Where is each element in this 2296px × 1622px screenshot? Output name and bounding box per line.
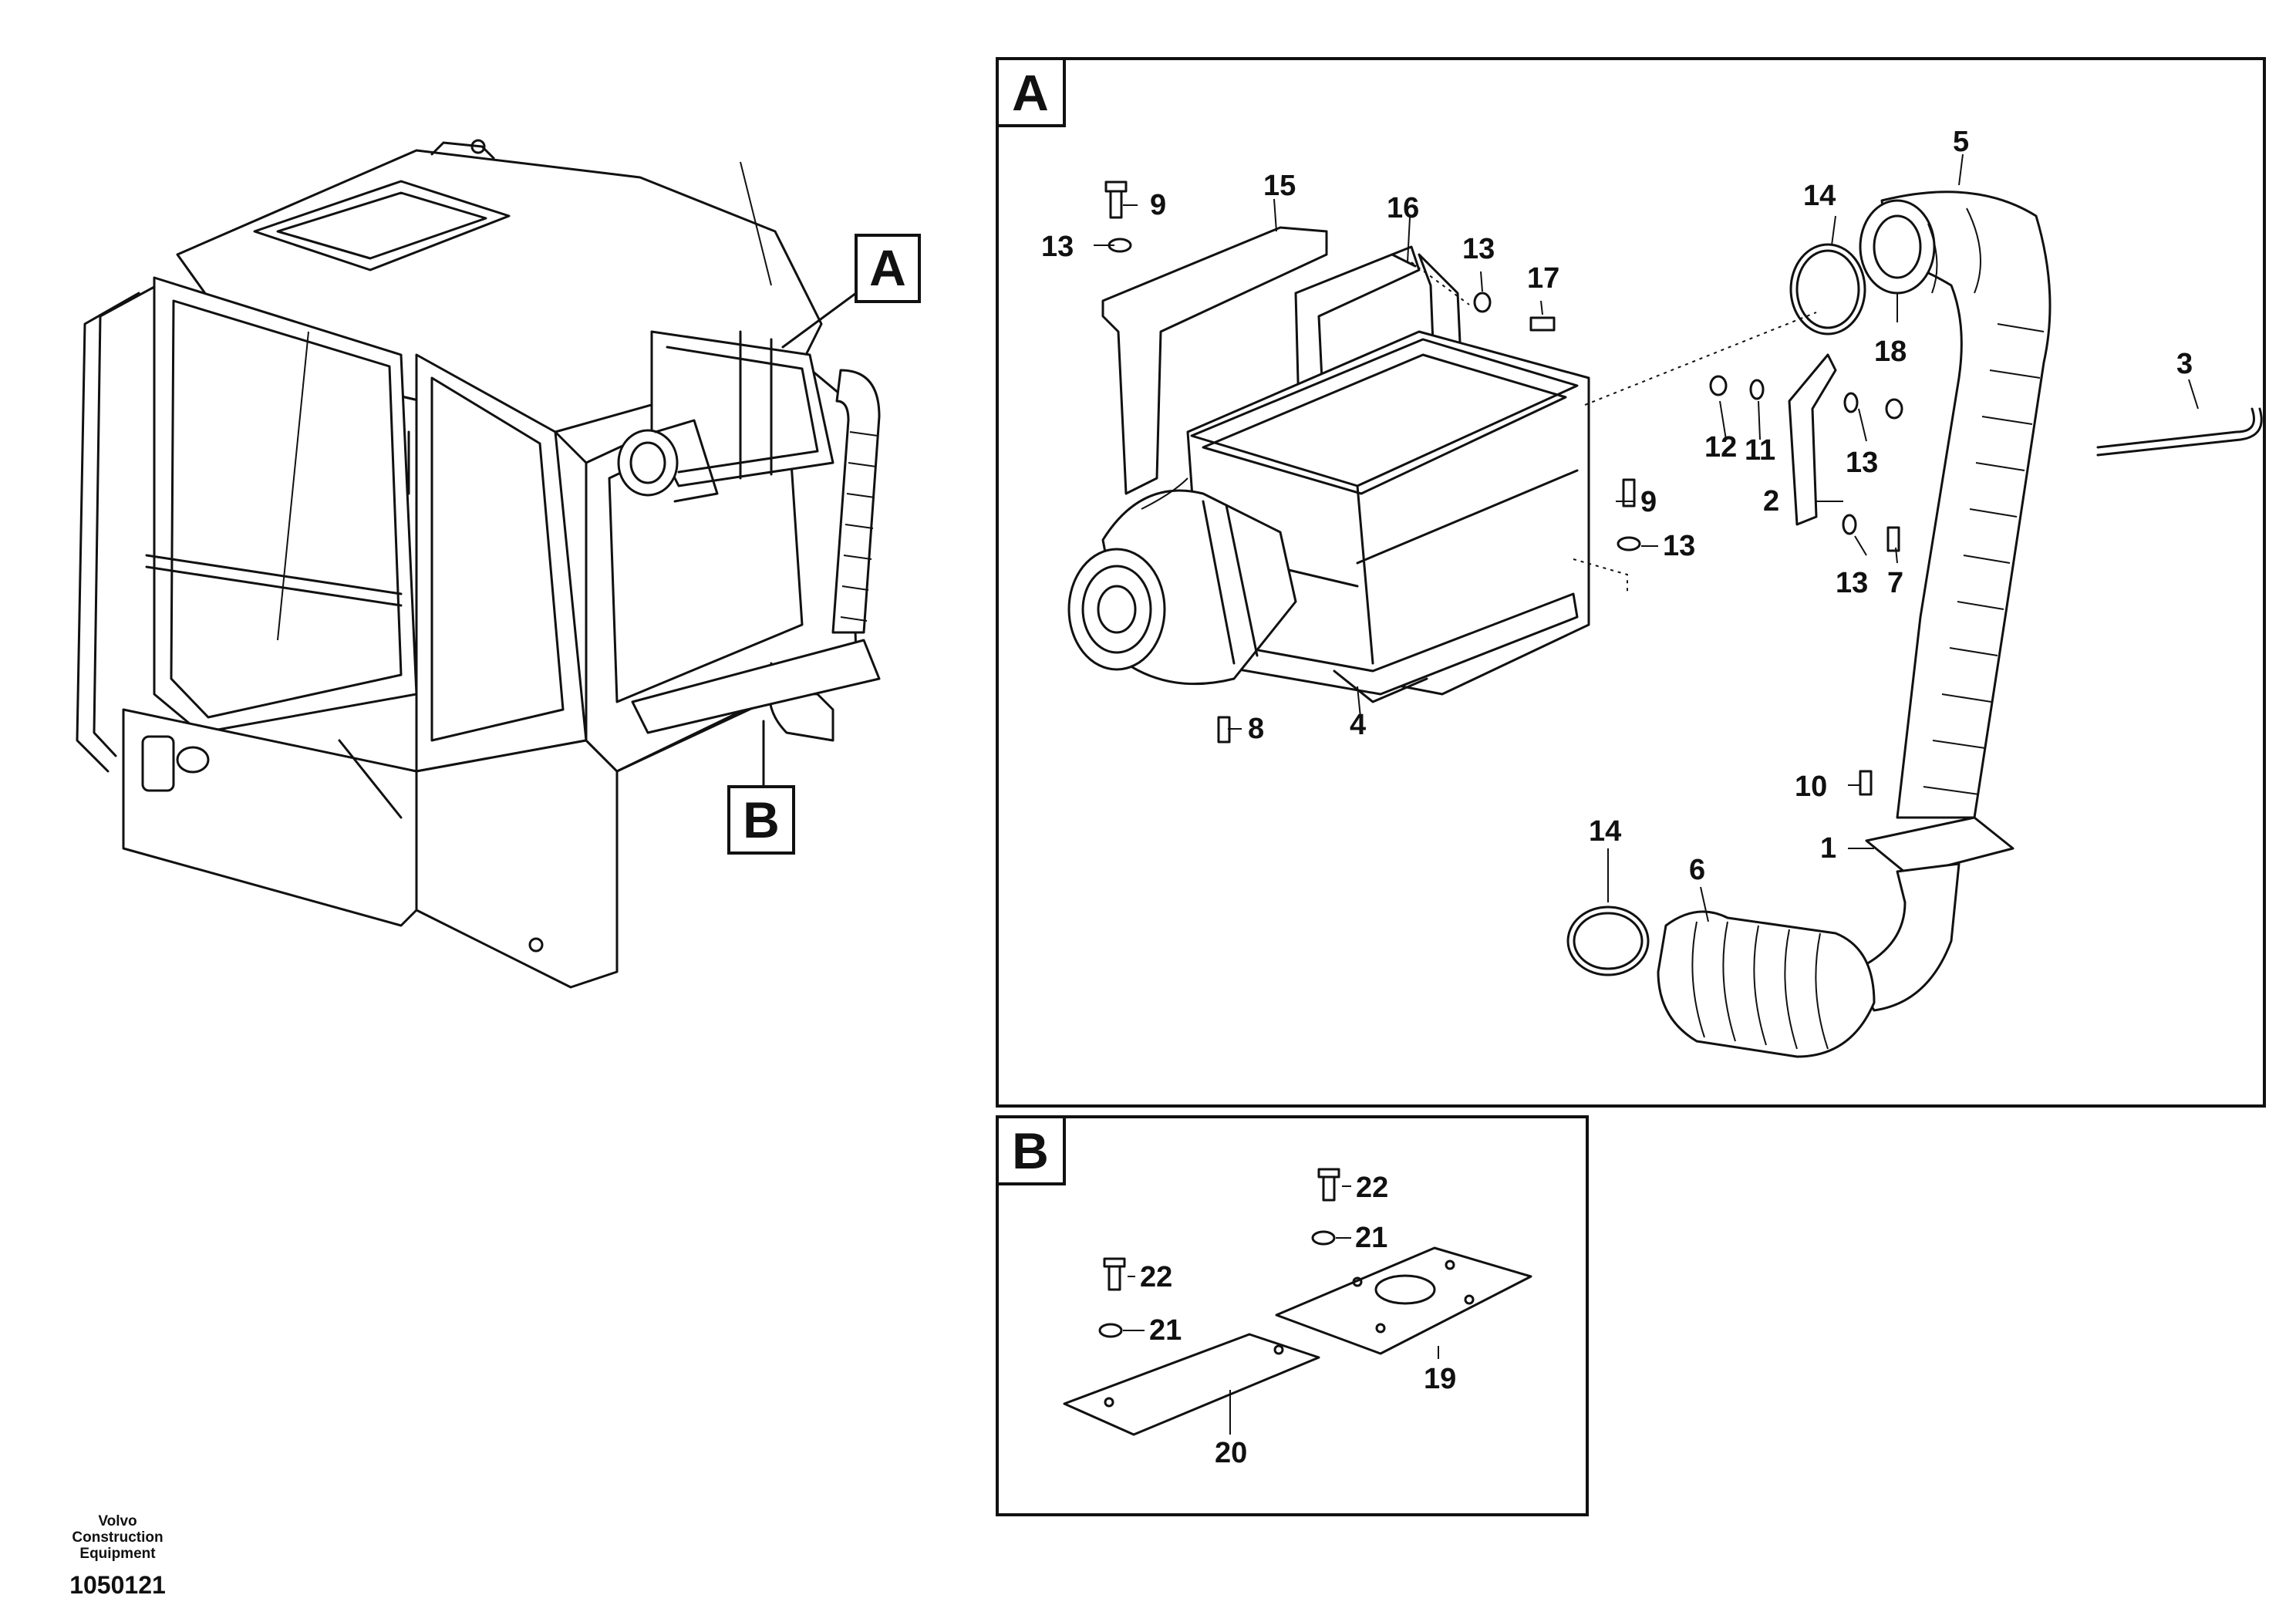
label-part-12: 12 <box>1704 431 1737 464</box>
clamp-14-lower <box>1566 905 1650 976</box>
label-part-9: 9 <box>1150 189 1166 221</box>
callout-a-letter: A <box>869 239 906 296</box>
clamp-14-upper <box>1789 243 1866 336</box>
hose-6 <box>1657 910 1876 1058</box>
bracket-15 <box>1101 226 1328 495</box>
label-part-13: 13 <box>1846 447 1878 479</box>
hose-5 <box>1859 191 2052 819</box>
company-name-line2: Equipment <box>79 1546 156 1562</box>
label-part-4: 4 <box>1350 709 1366 741</box>
callout-b-box: B <box>727 720 795 855</box>
label-part-22: 22 <box>1356 1172 1388 1204</box>
label-part-19: 19 <box>1424 1363 1456 1395</box>
label-part-21: 21 <box>1149 1314 1182 1347</box>
label-part-13: 13 <box>1041 231 1074 263</box>
label-part-13: 13 <box>1836 567 1868 599</box>
label-part-6: 6 <box>1689 854 1705 886</box>
plate-19 <box>1275 1246 1532 1355</box>
company-name-line1: Volvo Construction <box>72 1513 164 1546</box>
label-part-2: 2 <box>1763 485 1779 518</box>
label-part-13: 13 <box>1663 530 1695 562</box>
label-part-11: 11 <box>1745 434 1775 467</box>
callout-a-box: A <box>781 234 921 349</box>
detail-view-b: B 22 21 22 21 19 20 <box>996 1115 1589 1516</box>
label-part-1: 1 <box>1820 832 1836 865</box>
label-part-21: 21 <box>1355 1222 1387 1254</box>
plate-20 <box>1063 1333 1320 1436</box>
label-part-3: 3 <box>2176 348 2193 380</box>
flange-1 <box>1865 816 2014 877</box>
cab-overview-drawing <box>76 139 881 989</box>
bracket-2 <box>1788 353 1837 526</box>
label-part-17: 17 <box>1527 262 1559 295</box>
label-part-14: 14 <box>1803 180 1836 212</box>
cab-filter-assembly <box>617 330 834 503</box>
label-part-5: 5 <box>1953 126 1969 158</box>
hose-3 <box>2096 407 2255 449</box>
fasteners-a <box>1104 180 1903 796</box>
label-part-22: 22 <box>1140 1261 1172 1293</box>
pre-cleaner <box>1067 477 1297 686</box>
label-part-13: 13 <box>1462 233 1495 265</box>
label-part-9: 9 <box>1640 486 1657 518</box>
label-part-16: 16 <box>1387 192 1419 224</box>
label-part-20: 20 <box>1215 1437 1247 1469</box>
detail-view-a: A <box>996 57 2266 1108</box>
view-b-letter: B <box>1012 1122 1049 1179</box>
label-part-14: 14 <box>1589 815 1621 848</box>
label-part-18: 18 <box>1874 336 1907 368</box>
label-part-7: 7 <box>1887 567 1903 599</box>
label-part-8: 8 <box>1248 713 1264 745</box>
footer-block: Volvo Construction Equipment 1050121 <box>62 1513 174 1600</box>
view-a-letter: A <box>1012 64 1049 121</box>
label-part-15: 15 <box>1263 170 1296 202</box>
callout-b-letter: B <box>743 791 780 848</box>
drawing-number: 1050121 <box>69 1571 166 1599</box>
label-part-10: 10 <box>1795 771 1827 803</box>
